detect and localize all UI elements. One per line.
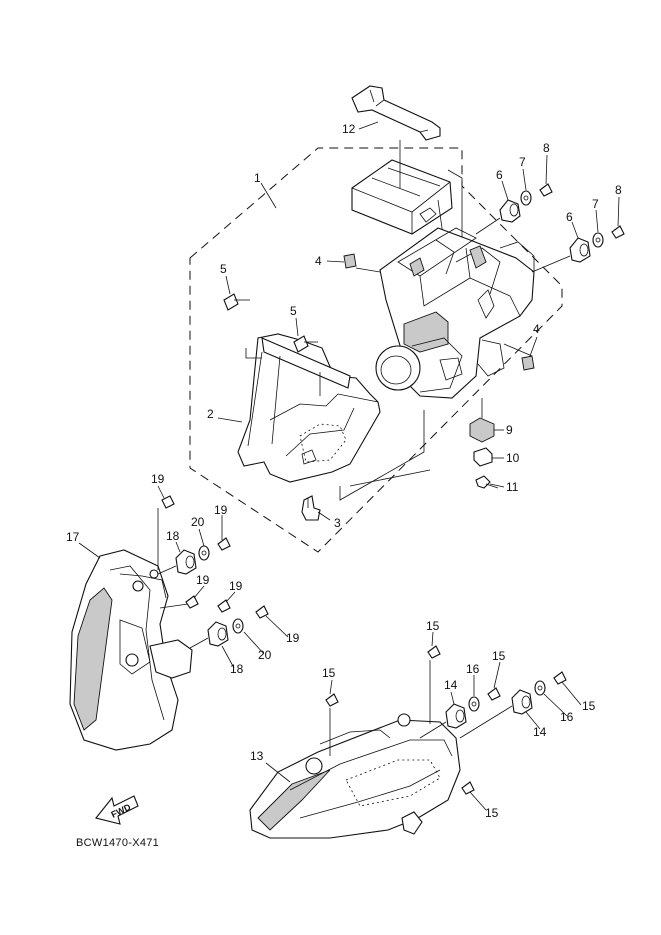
screw-part-8-b (611, 225, 625, 239)
callout-18: 18 (230, 662, 244, 676)
callout-19: 19 (286, 631, 300, 645)
callout-20: 20 (191, 515, 205, 529)
callout-5: 5 (290, 304, 297, 318)
callout-13: 13 (250, 749, 264, 763)
callout-20: 20 (258, 648, 272, 662)
screw-part-15-d (325, 693, 339, 707)
callout-labels: 1 2 3 4 4 5 5 6 6 7 7 8 8 9 10 11 12 13 … (66, 122, 622, 820)
headlight-unit-part-1 (375, 227, 535, 399)
callout-19: 19 (196, 573, 210, 587)
callout-8: 8 (543, 141, 550, 155)
collar-part-10 (473, 447, 493, 467)
grommet-part-9 (469, 417, 495, 443)
grommet-part-14-b (511, 689, 533, 715)
callout-19: 19 (151, 472, 165, 486)
screw-part-19-d (217, 599, 231, 613)
grommet-part-14-a (445, 703, 467, 729)
callout-16: 16 (466, 662, 480, 676)
control-unit-box (351, 159, 453, 235)
screw-part-19-a (217, 537, 231, 551)
callout-1: 1 (254, 171, 261, 185)
grommet-part-18-b (207, 621, 229, 647)
callout-6: 6 (566, 210, 573, 224)
screw-part-19-c (185, 595, 199, 609)
callout-14: 14 (444, 678, 458, 692)
callout-15: 15 (492, 649, 506, 663)
callout-9: 9 (506, 423, 513, 437)
callout-12: 12 (342, 122, 356, 136)
screw-part-19-e (255, 605, 269, 619)
callout-8: 8 (615, 183, 622, 197)
clip-part-4-lower (521, 355, 535, 371)
callout-17: 17 (66, 530, 80, 544)
screw-part-15-b (553, 671, 567, 685)
callout-4: 4 (315, 254, 322, 268)
callout-19: 19 (229, 579, 243, 593)
callout-11: 11 (506, 480, 519, 494)
grommet-part-6-a (499, 199, 521, 223)
inner-cover-part-2 (237, 333, 381, 483)
bracket-part-12 (351, 85, 441, 141)
washer-part-16-b (534, 680, 546, 696)
screw-part-15-a (487, 687, 501, 701)
callout-15: 15 (582, 699, 596, 713)
callout-7: 7 (519, 155, 526, 169)
screw-part-5-right (293, 335, 318, 353)
screw-part-19-b (161, 495, 175, 509)
bolt-part-11 (475, 475, 499, 489)
washer-part-20-b (232, 618, 244, 634)
washer-part-16-a (468, 696, 480, 712)
callout-15: 15 (485, 806, 499, 820)
callout-19: 19 (214, 503, 228, 517)
assembly-boundary (189, 147, 563, 553)
callout-16: 16 (560, 710, 574, 724)
callout-15: 15 (426, 619, 440, 633)
callout-15: 15 (322, 666, 336, 680)
washer-part-7-a (520, 190, 532, 206)
screw-part-8-a (539, 183, 553, 197)
screw-part-15-c (427, 645, 441, 659)
grommet-part-18-a (175, 549, 197, 575)
callout-10: 10 (506, 451, 520, 465)
callout-18: 18 (166, 529, 180, 543)
clip-part-4-upper (343, 253, 357, 269)
side-light-part-13 (249, 713, 461, 839)
callout-5: 5 (220, 262, 227, 276)
screw-part-3 (301, 495, 321, 521)
callout-2: 2 (207, 407, 214, 421)
callout-3: 3 (334, 516, 341, 530)
forward-arrow-icon: FWD (95, 795, 139, 825)
screw-part-5-left (223, 293, 250, 311)
washer-part-7-b (592, 232, 604, 248)
callout-4: 4 (533, 322, 540, 336)
side-light-part-17 (69, 549, 193, 751)
callout-14: 14 (533, 725, 547, 739)
callout-leaders (78, 121, 620, 811)
screw-part-15-e (461, 781, 475, 795)
callout-7: 7 (592, 197, 599, 211)
grommet-part-6-b (569, 237, 591, 263)
drawing-code: BCW1470-X471 (76, 837, 159, 849)
washer-part-20-a (198, 545, 210, 561)
callout-6: 6 (496, 168, 503, 182)
